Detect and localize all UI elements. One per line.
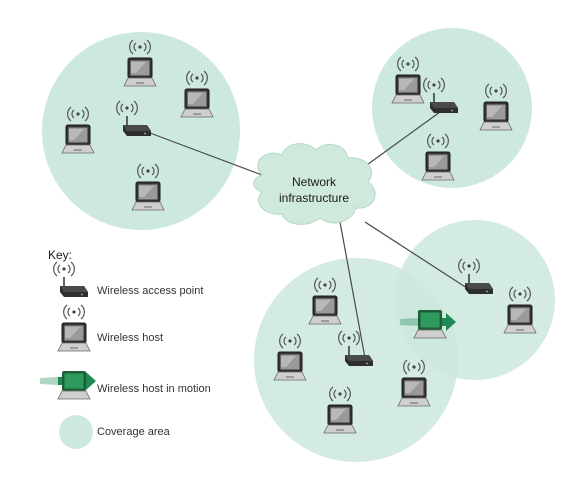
key-title: Key: bbox=[48, 248, 73, 262]
key-label-access-point: Wireless access point bbox=[97, 285, 204, 297]
link-ap-bottom-left bbox=[339, 221, 366, 359]
link-ap-bottom-right bbox=[364, 221, 471, 291]
link-ap-top-left bbox=[149, 132, 263, 176]
cloud-label-line1: Network bbox=[292, 175, 337, 189]
link-ap-top-right bbox=[359, 111, 441, 171]
key-icons bbox=[40, 262, 96, 449]
moving-laptop-icon bbox=[400, 310, 456, 339]
coverage-area-icon bbox=[59, 415, 93, 449]
key-label-wireless-host: Wireless host bbox=[97, 332, 164, 344]
cloud-label-line2: infrastructure bbox=[279, 191, 349, 205]
key-label-coverage-area: Coverage area bbox=[97, 426, 170, 438]
coverage-areas bbox=[42, 28, 555, 462]
laptop-icon bbox=[58, 305, 90, 351]
key-label-host-in-motion: Wireless host in motion bbox=[97, 383, 211, 395]
moving-laptop-icon bbox=[40, 371, 96, 400]
network-links bbox=[149, 111, 471, 359]
coverage-area-bottom-right bbox=[395, 220, 555, 380]
network-infrastructure-cloud: Network infrastructure bbox=[253, 143, 376, 225]
access-point-icon bbox=[54, 262, 88, 297]
